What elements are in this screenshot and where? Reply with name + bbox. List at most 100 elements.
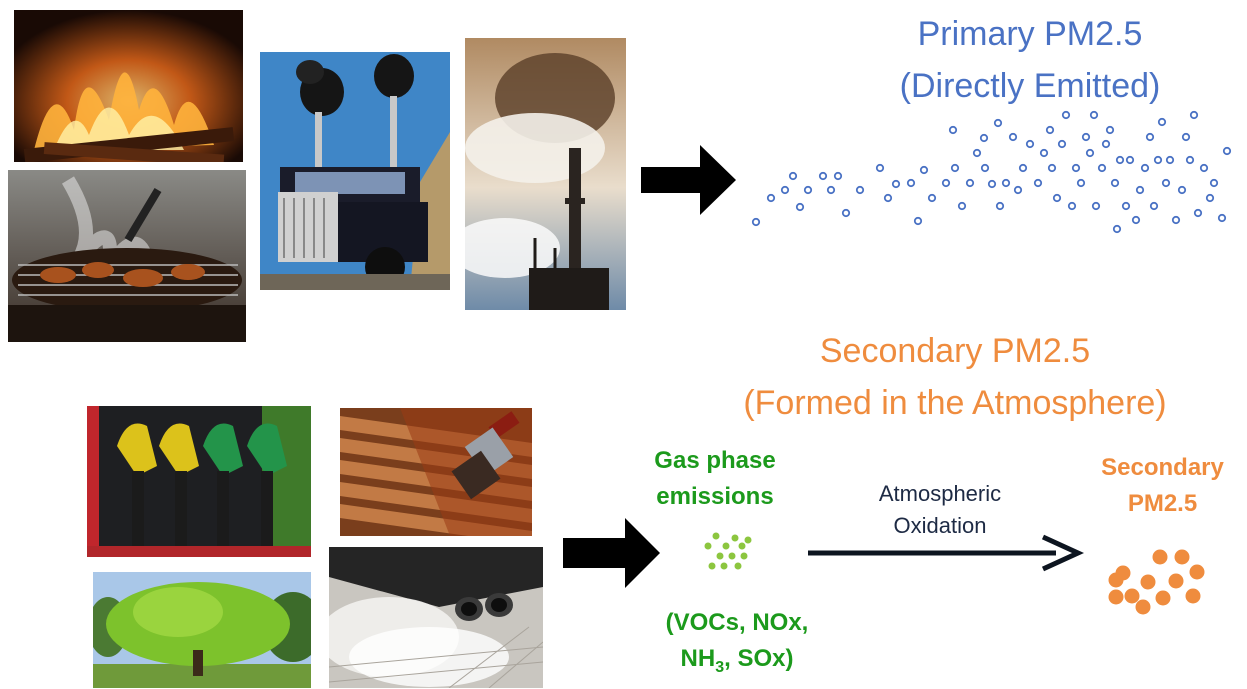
diesel-truck-photo <box>260 52 450 290</box>
primary-particle <box>1085 148 1095 158</box>
primary-particle <box>1189 110 1199 120</box>
industrial-smokestack-photo <box>465 38 626 310</box>
species-line2: NH3, SOx) <box>622 641 852 686</box>
gas-phase-label: Gas phase emissions <box>640 443 790 515</box>
primary-particle <box>1199 163 1209 173</box>
secondary-particle-dot <box>1174 549 1190 565</box>
secondary-particle-dot <box>1108 572 1124 588</box>
primary-particle <box>1157 117 1167 127</box>
gas-species-label: (VOCs, NOx, NH3, SOx) <box>622 605 852 686</box>
primary-particle <box>993 118 1003 128</box>
primary-particle <box>891 179 901 189</box>
primary-particle <box>1193 208 1203 218</box>
secondary-title-line1: Secondary PM2.5 <box>819 332 1091 370</box>
primary-particle <box>995 201 1005 211</box>
primary-particle <box>841 208 851 218</box>
gas-molecule-dot <box>728 552 736 560</box>
gas-phase-molecules <box>704 532 752 570</box>
secondary-particle-dot <box>1108 589 1124 605</box>
fuel-pump-nozzles-photo <box>87 406 311 557</box>
gas-molecule-dot <box>716 552 724 560</box>
gas-molecule-dot <box>708 562 716 570</box>
primary-particle <box>1061 110 1071 120</box>
oxidation-line1: Atmospheric <box>878 481 1002 506</box>
primary-particle <box>1115 155 1125 165</box>
gas-molecule-dot <box>704 542 712 550</box>
primary-particle <box>1171 215 1181 225</box>
primary-particle <box>1076 178 1086 188</box>
secondary-particle-dot <box>1155 590 1171 606</box>
gas-molecule-dot <box>722 542 730 550</box>
primary-particle <box>1091 201 1101 211</box>
primary-particle <box>1205 193 1215 203</box>
gas-label-line2: emissions <box>656 483 774 510</box>
secondary-emission-arrow <box>563 518 660 588</box>
secondary-particle-dot <box>1135 599 1151 615</box>
primary-emission-arrow <box>641 145 736 215</box>
primary-particle <box>818 171 828 181</box>
primary-particle <box>906 178 916 188</box>
primary-particle <box>1097 163 1107 173</box>
species-nh-subscript: 3 <box>715 658 725 676</box>
primary-particle <box>980 163 990 173</box>
primary-particle <box>1135 185 1145 195</box>
species-nh: NH <box>680 645 716 672</box>
primary-particle <box>1033 178 1043 188</box>
primary-particle <box>1165 155 1175 165</box>
primary-particle <box>1217 213 1227 223</box>
primary-particle <box>1153 155 1163 165</box>
primary-particle <box>780 185 790 195</box>
primary-particle <box>1001 178 1011 188</box>
primary-particle <box>833 171 843 181</box>
primary-particle <box>965 178 975 188</box>
primary-particle <box>1125 155 1135 165</box>
primary-pm-particles <box>751 110 1232 234</box>
primary-particle <box>855 185 865 195</box>
gas-molecule-dot <box>712 532 720 540</box>
primary-particle <box>1025 139 1035 149</box>
wood-staining-brush-photo <box>340 408 532 536</box>
primary-particle <box>803 185 813 195</box>
primary-particle <box>1140 163 1150 173</box>
fireplace-photo <box>14 10 243 162</box>
species-line1: (VOCs, NOx, <box>665 609 809 636</box>
secondary-particle-dot <box>1189 564 1205 580</box>
primary-particle <box>1057 139 1067 149</box>
primary-particle <box>1008 132 1018 142</box>
secondary-particle-dot <box>1152 549 1168 565</box>
primary-particle <box>1121 201 1131 211</box>
primary-particle <box>1149 201 1159 211</box>
primary-particle <box>1018 163 1028 173</box>
gas-molecule-dot <box>731 534 739 542</box>
species-suffix: , SOx) <box>724 645 794 672</box>
secondary-particle-dot <box>1124 588 1140 604</box>
primary-particle <box>766 193 776 203</box>
primary-particle <box>1131 215 1141 225</box>
secondary-pm-line2: PM2.5 <box>1127 490 1198 517</box>
primary-particle <box>788 171 798 181</box>
gas-molecule-dot <box>738 542 746 550</box>
primary-particle <box>1177 185 1187 195</box>
primary-particle <box>941 178 951 188</box>
primary-particle <box>875 163 885 173</box>
primary-title-line2: (Directly Emitted) <box>899 67 1161 105</box>
gas-molecule-dot <box>734 562 742 570</box>
secondary-particle-dot <box>1168 573 1184 589</box>
gas-molecule-dot <box>720 562 728 570</box>
primary-particle <box>1052 193 1062 203</box>
primary-particle <box>913 216 923 226</box>
primary-particle <box>1039 148 1049 158</box>
secondary-title-line2: (Formed in the Atmosphere) <box>743 384 1167 422</box>
primary-particle <box>972 148 982 158</box>
oxidation-line2: Oxidation <box>893 513 987 538</box>
primary-particle <box>1081 132 1091 142</box>
primary-particle <box>1185 155 1195 165</box>
primary-pm-title: Primary PM2.5 (Directly Emitted) <box>860 8 1200 112</box>
primary-particle <box>1089 110 1099 120</box>
secondary-pm-particles <box>1108 549 1205 615</box>
secondary-pm-title: Secondary PM2.5 (Formed in the Atmospher… <box>705 325 1205 429</box>
primary-particle <box>979 133 989 143</box>
gas-molecule-dot <box>744 536 752 544</box>
primary-particle <box>1045 125 1055 135</box>
